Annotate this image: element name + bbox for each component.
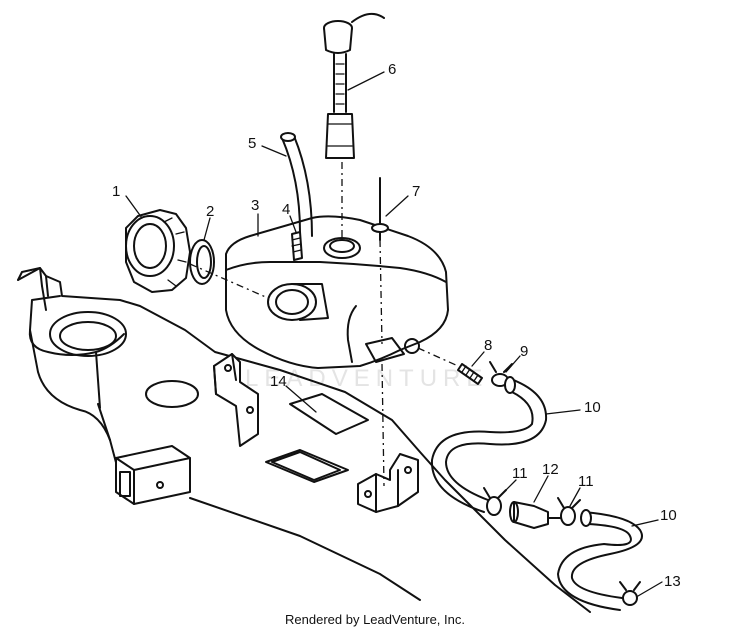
footer-credit: Rendered by LeadVenture, Inc. [285, 612, 465, 627]
callout-4: 4 [282, 201, 290, 218]
part-2-gasket [189, 239, 215, 285]
part-14-pad [289, 393, 369, 435]
callout-7: 7 [412, 183, 420, 200]
centerline-pin [379, 239, 383, 345]
callout-8: 8 [484, 337, 492, 354]
callout-14: 14 [270, 373, 287, 390]
part-10-fuel-hose-upper [430, 376, 548, 513]
centerline-cap [189, 263, 269, 299]
part-8-fitting [457, 363, 483, 385]
frame [17, 267, 591, 613]
frame-receiver-tube [115, 445, 191, 505]
callout-9: 9 [520, 343, 528, 360]
part-7-pin [371, 177, 389, 241]
part-13-clamp [619, 581, 641, 606]
part-6-fuel-gauge [323, 12, 385, 159]
callout-13: 13 [664, 573, 681, 590]
callout-5: 5 [248, 135, 256, 152]
callout-3: 3 [251, 197, 259, 214]
part-3-fuel-tank [225, 215, 449, 369]
frame-bore-outer [49, 311, 127, 357]
part-10-fuel-hose-lower [557, 509, 643, 611]
callout-11-right: 11 [578, 473, 594, 490]
callout-11-left: 11 [512, 465, 528, 482]
part-11-clamp-right [557, 497, 581, 526]
leader-lines [125, 71, 663, 597]
part-1-fuel-cap [125, 209, 191, 293]
part-12-inline-filter [509, 501, 561, 529]
callout-6: 6 [388, 61, 396, 78]
part-11-clamp-left [483, 487, 507, 516]
callout-10-upper: 10 [584, 399, 601, 416]
callout-10-lower: 10 [660, 507, 677, 524]
callout-12: 12 [542, 461, 559, 478]
callout-2: 2 [206, 203, 214, 220]
tank-mount-bracket-right [357, 453, 419, 513]
centerline-fitting [417, 347, 459, 367]
part-4-vent-fitting [291, 231, 303, 261]
tank-mount-bracket-left [213, 353, 259, 447]
centerline-bracket [381, 363, 385, 487]
watermark-text: LEADVENTURE [245, 365, 488, 392]
part-5-vent-hose [280, 132, 313, 237]
callout-1: 1 [112, 183, 120, 200]
